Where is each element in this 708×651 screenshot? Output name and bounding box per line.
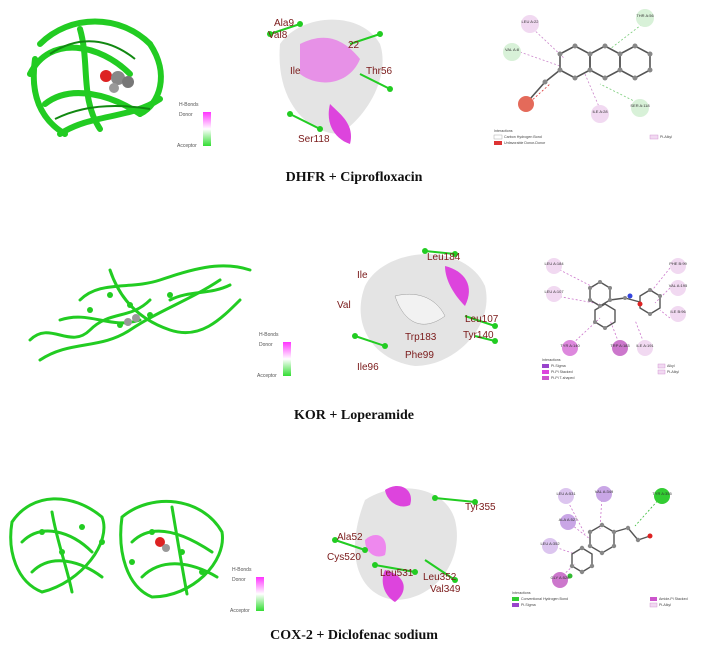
svg-text:ILE A:28: ILE A:28	[592, 109, 608, 114]
svg-text:VAL A:349: VAL A:349	[595, 489, 614, 494]
svg-text:Val: Val	[337, 300, 351, 311]
svg-text:Tyr140: Tyr140	[463, 330, 494, 341]
svg-text:PHE B:99: PHE B:99	[669, 261, 687, 266]
row-1-binding-pocket: Ala9 Val8 22 Ile Thr56 Ser118	[260, 4, 400, 146]
svg-text:Interactions: Interactions	[542, 358, 561, 362]
svg-text:Leu184: Leu184	[427, 252, 461, 263]
svg-text:Tyr355: Tyr355	[465, 502, 496, 513]
svg-text:Pi-Sigma: Pi-Sigma	[521, 603, 536, 607]
row-2-binding-pocket: Leu184 Ile Val Leu107 Trp183 Tyr140 Phe9…	[335, 236, 510, 376]
row-2-protein-view	[20, 240, 260, 370]
svg-text:Pi-Pi T-shaped: Pi-Pi T-shaped	[551, 376, 575, 380]
row-2-2d-interaction: LEU A:184 PHE B:99 LEU A:107 VAL A:195 I…	[540, 248, 700, 388]
svg-text:Ile96: Ile96	[357, 362, 379, 373]
svg-text:GLY A:526: GLY A:526	[551, 575, 571, 580]
svg-text:Acceptor: Acceptor	[177, 143, 197, 149]
svg-text:H-Bonds: H-Bonds	[232, 567, 252, 573]
svg-text:H-Bonds: H-Bonds	[179, 102, 199, 108]
svg-text:Pi-Alkyl: Pi-Alkyl	[659, 603, 671, 607]
svg-text:VAL A:195: VAL A:195	[669, 283, 688, 288]
svg-text:Phe99: Phe99	[405, 350, 434, 361]
svg-text:ILE A:191: ILE A:191	[636, 343, 654, 348]
svg-text:Ala52: Ala52	[337, 532, 363, 543]
svg-text:Cys520: Cys520	[327, 552, 361, 563]
svg-text:Trp183: Trp183	[405, 332, 437, 343]
svg-text:Alkyl: Alkyl	[667, 364, 675, 368]
svg-text:LEU A:107: LEU A:107	[544, 289, 564, 294]
row-1-hbond-legend: H-Bonds Donor Acceptor	[175, 100, 215, 150]
row-3-protein-view	[2, 482, 230, 610]
svg-text:Ile: Ile	[357, 270, 368, 281]
svg-text:Amide-Pi Stacked: Amide-Pi Stacked	[659, 597, 688, 601]
svg-text:Conventional Hydrogen Bond: Conventional Hydrogen Bond	[521, 597, 568, 601]
row-3-2d-interaction: LEU A:531 VAL A:349 TYR A:355 ALA A:527 …	[510, 484, 700, 614]
svg-text:SER A:118: SER A:118	[630, 103, 650, 108]
svg-text:Val8: Val8	[268, 30, 288, 41]
svg-text:H-Bonds: H-Bonds	[259, 332, 279, 338]
row-3-hbond-legend: H-Bonds Donor Acceptor	[228, 565, 268, 615]
svg-text:Carbon Hydrogen Bond: Carbon Hydrogen Bond	[504, 135, 542, 139]
svg-text:TRP A:183: TRP A:183	[610, 343, 630, 348]
svg-text:22: 22	[348, 40, 360, 51]
svg-text:Val349: Val349	[430, 584, 461, 595]
row-1-caption: DHFR + Ciprofloxacin	[285, 170, 423, 185]
svg-text:Pi-Alkyl: Pi-Alkyl	[667, 370, 679, 374]
row-3-binding-pocket: Tyr355 Ala52 Cys520 Leu352 Leu531 Val349	[325, 480, 500, 610]
svg-text:Ser118: Ser118	[298, 134, 330, 145]
svg-text:Ala9: Ala9	[274, 18, 294, 29]
svg-text:VAL A:8: VAL A:8	[505, 47, 520, 52]
svg-text:Donor: Donor	[232, 577, 246, 583]
svg-text:THR A:56: THR A:56	[636, 13, 654, 18]
svg-text:LEU A:184: LEU A:184	[544, 261, 564, 266]
svg-text:Pi-Alkyl: Pi-Alkyl	[660, 135, 672, 139]
row-2-hbond-legend: H-Bonds Donor Acceptor	[255, 330, 295, 380]
row-3-caption: COX-2 + Diclofenac sodium	[270, 628, 438, 643]
svg-text:Acceptor: Acceptor	[230, 608, 250, 614]
svg-text:Leu531: Leu531	[380, 568, 414, 579]
row-1-2d-interaction: LEU A:22 THR A:56 VAL A:8 ILE A:28 SER A…	[490, 4, 700, 154]
svg-text:LEU A:22: LEU A:22	[522, 19, 540, 24]
svg-text:ALA A:527: ALA A:527	[559, 517, 578, 522]
svg-text:LEU A:352: LEU A:352	[540, 541, 560, 546]
row-2-caption: KOR + Loperamide	[294, 408, 414, 423]
svg-text:Ile: Ile	[290, 66, 301, 77]
svg-text:Thr56: Thr56	[366, 66, 393, 77]
svg-text:Pi-Sigma: Pi-Sigma	[551, 364, 566, 368]
svg-text:Pi-Pi Stacked: Pi-Pi Stacked	[551, 370, 573, 374]
svg-text:Unfavorable Donor-Donor: Unfavorable Donor-Donor	[504, 141, 546, 145]
svg-text:Acceptor: Acceptor	[257, 373, 277, 379]
svg-text:LEU A:531: LEU A:531	[556, 491, 576, 496]
svg-text:TYR A:355: TYR A:355	[652, 491, 672, 496]
svg-text:Leu107: Leu107	[465, 314, 499, 325]
svg-text:TYR A:140: TYR A:140	[560, 343, 580, 348]
row-1-protein-view	[10, 4, 180, 154]
svg-text:Interactions: Interactions	[512, 591, 531, 595]
svg-text:Donor: Donor	[179, 112, 193, 118]
ligand-atom	[100, 70, 112, 82]
svg-text:Donor: Donor	[259, 342, 273, 348]
svg-text:Leu352: Leu352	[423, 572, 457, 583]
svg-text:ILE B:96: ILE B:96	[670, 309, 686, 314]
svg-text:Interactions: Interactions	[494, 129, 513, 133]
